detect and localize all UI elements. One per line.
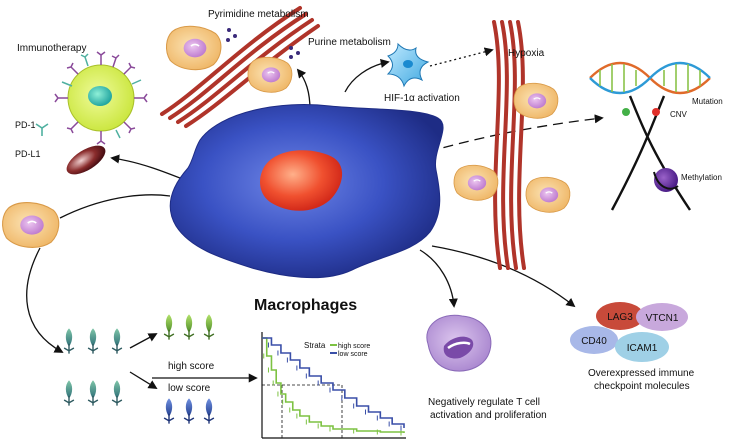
km-survival-chart: Strata high score low score [261,332,406,439]
label-immunotherapy: Immunotherapy [17,43,86,54]
macrophage-cell [169,104,444,279]
label-hif: HIF-1α activation [384,93,460,104]
arrow-to-low-ctc [129,371,158,389]
macrophage-nucleus [260,150,343,211]
tumor-cell-hypoxia-top [513,82,559,119]
hif-cell-icon [386,42,430,88]
label-high-score: high score [168,361,215,372]
ctc-group-initial [63,327,123,407]
label-overexpressed-line2: checkpoint molecules [594,381,690,392]
label-negative-line2: activation and proliferation [430,410,547,421]
label-purine: Purine metabolism [308,37,391,48]
pd1-receptor-icon [35,123,49,136]
arrow-to-treg [419,249,458,308]
cnv-marker-green [622,108,630,116]
tumor-cell-hypoxia-right [525,176,571,213]
immune-cell [54,51,148,145]
arrow-to-ctc [26,247,64,353]
label-negative-line1: Negatively regulate T cell [428,397,540,408]
arrow-to-pdl1 [110,154,191,183]
label-cnv: CNV [670,110,688,119]
connector-arrows [26,47,604,389]
arrow-to-genomics [427,114,604,153]
tumor-cell-top-left [165,25,222,71]
ctc-group-high [163,313,215,341]
tumor-cell-top-right [247,56,293,93]
tumor-cell-hypoxia-left [453,164,499,201]
cnv-marker-red [652,108,660,116]
km-curve-low-score [262,337,405,428]
label-hypoxia: Hypoxia [508,48,545,59]
arrow-to-hif [344,58,390,93]
pdl1-molecule-icon [66,145,106,175]
checkpoint-vtcn1-label: VTCN1 [646,313,679,324]
km-legend-low: low score [338,351,368,358]
checkpoint-lag3: LAG3 [596,302,644,330]
km-legend-title: Strata [304,341,326,350]
dna-helix-icon [589,61,711,95]
label-mutation: Mutation [692,97,723,106]
label-pyrimidine: Pyrimidine metabolism [208,9,309,20]
label-overexpressed-line1: Overexpressed immune [588,368,695,379]
checkpoint-vtcn1: VTCN1 [636,303,688,331]
label-pd1: PD-1 [15,120,36,130]
tumor-cell-left [1,201,60,249]
blood-vessel-hypoxia [492,20,526,270]
label-low-score: low score [168,383,211,394]
arrow-to-high-ctc [129,333,158,349]
arrow-hif-to-hypoxia [429,47,494,67]
km-legend-high: high score [338,343,370,350]
t-cell-icon [426,314,492,372]
checkpoint-lag3-label: LAG3 [607,312,633,323]
checkpoint-cd40: CD40 [570,326,618,354]
checkpoint-icam1: ICAM1 [615,332,669,362]
chromosome-icon [610,95,691,211]
label-macrophages: Macrophages [254,297,357,314]
km-series [262,337,405,436]
km-curve-high-score [262,337,405,433]
arrow-to-checkpoints [431,245,576,308]
label-methylation: Methylation [681,173,722,182]
blood-vessel-top [160,6,320,128]
checkpoint-icam1-label: ICAM1 [627,343,658,354]
ctc-group-low [163,397,215,425]
metabolite-dots [226,28,300,59]
methylation-icon [653,168,679,192]
label-pdl1: PD-L1 [15,149,41,159]
checkpoint-cd40-label: CD40 [581,336,607,347]
arrow-tumor-link [59,194,171,219]
